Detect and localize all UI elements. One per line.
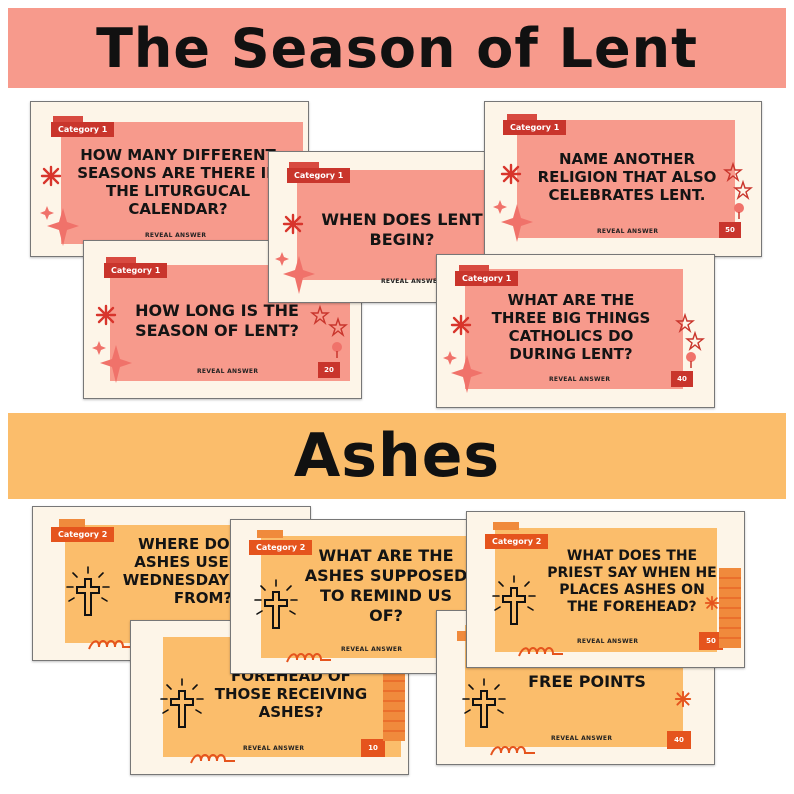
cross-icon	[492, 575, 536, 625]
star-doodle-icon	[675, 312, 705, 352]
squiggle-icon	[286, 653, 331, 663]
sparkle-icon	[443, 351, 483, 393]
category-tag: Category 1	[455, 271, 519, 286]
question-text: NAME ANOTHER RELIGION THAT ALSO CELEBRAT…	[537, 150, 717, 204]
reveal-answer-link[interactable]: REVEAL ANSWER	[145, 232, 207, 239]
cross-icon	[66, 566, 110, 616]
reveal-answer-link[interactable]: REVEAL ANSWER	[549, 376, 611, 383]
banner-season-of-lent: The Season of Lent	[8, 8, 786, 88]
question-text: WHAT ARE THE THREE BIG THINGS CATHOLICS …	[491, 291, 651, 363]
cross-icon	[462, 678, 506, 728]
starburst-icon	[95, 304, 117, 326]
question-text: HOW MANY DIFFERENT SEASONS ARE THERE IN …	[77, 146, 279, 218]
sparkle-icon	[92, 341, 132, 383]
question-text: WHAT DOES THE PRIEST SAY WHEN HE PLACES …	[547, 548, 717, 615]
tag-tab	[106, 257, 136, 263]
lent-card-3[interactable]: Category 1 WHEN DOES LENT BEGIN? REVEAL …	[268, 151, 510, 303]
points-badge: 10	[361, 739, 385, 757]
reveal-answer-link[interactable]: REVEAL ANSWER	[243, 745, 305, 752]
question-text: FREE POINTS	[528, 672, 646, 691]
lent-card-5[interactable]: Category 1 WHAT ARE THE THREE BIG THINGS…	[436, 254, 715, 408]
question-text: HOW LONG IS THE SEASON OF LENT?	[135, 301, 299, 340]
category-tag: Category 2	[51, 527, 115, 542]
category-tag: Category 1	[51, 122, 115, 137]
starburst-icon	[40, 165, 62, 187]
star-doodle-icon	[723, 161, 753, 201]
tag-tab	[289, 162, 319, 168]
points-badge: 50	[699, 632, 723, 650]
reveal-answer-link[interactable]: REVEAL ANSWER	[341, 646, 403, 653]
squiggle-icon	[490, 746, 535, 756]
category-tag: Category 1	[503, 120, 567, 135]
points-badge: 40	[667, 731, 691, 749]
pushpin-icon	[686, 352, 696, 368]
tag-tab	[257, 530, 283, 538]
lent-card-4[interactable]: Category 1 NAME ANOTHER RELIGION THAT AL…	[484, 101, 762, 257]
lent-card-1[interactable]: Category 1 HOW MANY DIFFERENT SEASONS AR…	[30, 101, 309, 257]
question-text: WHAT ARE THE ASHES SUPPOSED TO REMIND US…	[304, 546, 468, 625]
pushpin-icon	[332, 342, 342, 358]
card-panel	[517, 120, 735, 238]
reveal-answer-link[interactable]: REVEAL ANSWER	[551, 735, 613, 742]
card-panel	[61, 122, 303, 244]
cross-icon	[160, 678, 204, 728]
sparkle-icon	[40, 206, 79, 246]
banner-ashes: Ashes	[8, 413, 786, 499]
cross-icon	[254, 579, 298, 629]
card-panel	[465, 269, 683, 389]
question-text: FOREHEAD OF THOSE RECEIVING ASHES?	[214, 667, 368, 721]
tag-tab	[493, 522, 519, 530]
pushpin-icon	[734, 203, 744, 219]
reveal-answer-link[interactable]: REVEAL ANSWER	[597, 228, 659, 235]
squiggle-icon	[518, 647, 563, 657]
stripe-block-icon	[719, 568, 741, 648]
reveal-answer-link[interactable]: REVEAL ANSWER	[381, 278, 443, 285]
star-doodle-icon	[310, 304, 348, 338]
tag-tab	[59, 519, 85, 527]
category-tag: Category 1	[287, 168, 351, 183]
lent-card-2[interactable]: Category 1 HOW LONG IS THE SEASON OF LEN…	[83, 240, 362, 399]
squiggle-icon	[190, 754, 235, 764]
starburst-icon	[450, 314, 472, 336]
tag-tab	[53, 116, 83, 122]
category-tag: Category 2	[249, 540, 313, 555]
starburst-icon	[704, 595, 720, 611]
reveal-answer-link[interactable]: REVEAL ANSWER	[197, 368, 259, 375]
category-tag: Category 1	[104, 263, 168, 278]
points-badge: 20	[318, 362, 340, 378]
ash-card-3[interactable]: Category 2 WHAT ARE THE ASHES SUPPOSED T…	[230, 519, 468, 674]
tag-tab	[459, 265, 489, 271]
sparkle-icon	[493, 200, 533, 242]
tag-tab	[507, 114, 537, 120]
points-badge: 50	[719, 222, 741, 238]
tag-tab	[457, 631, 467, 641]
reveal-answer-link[interactable]: REVEAL ANSWER	[577, 638, 639, 645]
question-text: WHEN DOES LENT BEGIN?	[321, 210, 483, 249]
starburst-icon	[500, 163, 522, 185]
starburst-icon	[282, 213, 304, 235]
starburst-icon	[674, 690, 692, 708]
card-panel	[261, 536, 467, 658]
category-tag: Category 2	[485, 534, 549, 549]
sparkle-icon	[275, 252, 315, 294]
points-badge: 40	[671, 371, 693, 387]
squiggle-icon	[88, 640, 133, 650]
ash-card-4[interactable]: Category 2 WHAT DOES THE PRIEST SAY WHEN…	[466, 511, 745, 668]
